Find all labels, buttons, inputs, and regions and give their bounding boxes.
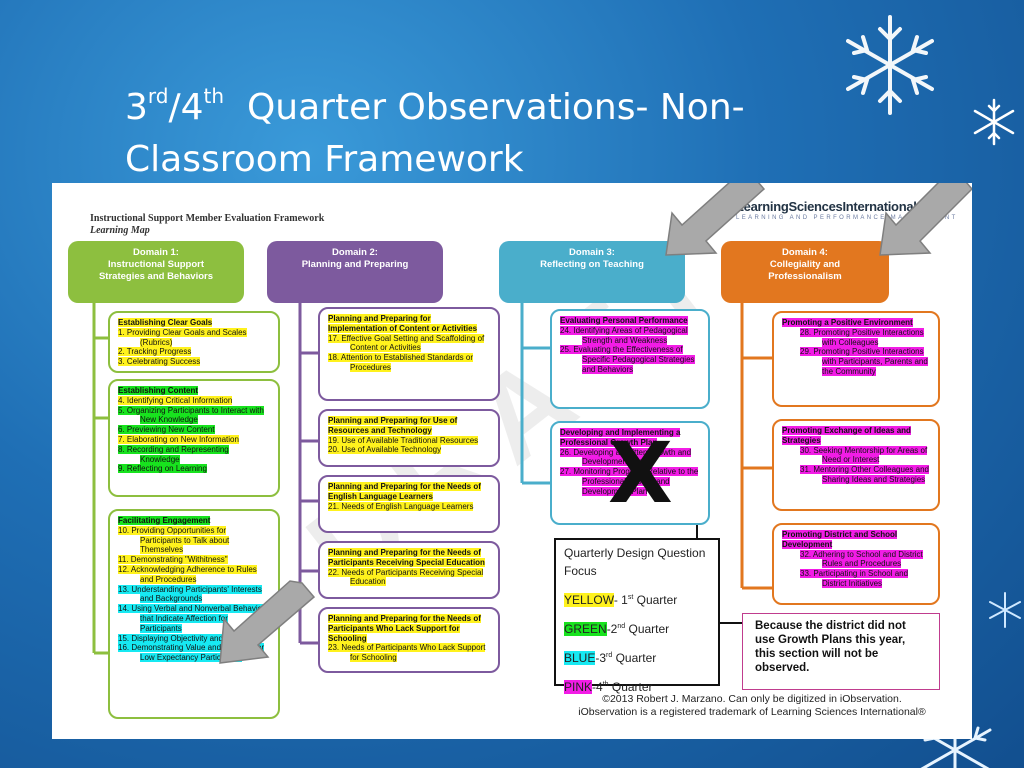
box-heading: Establishing Content [118,386,198,395]
title-part: /4 [168,87,204,128]
legend-text: Quarter [625,622,670,636]
list-item: 31. Mentoring Other Colleagues and Shari… [800,465,929,484]
legend-row-pink: PINK-4th Quarter [564,676,710,696]
legend-title: Quarterly Design Question Focus [564,546,706,578]
growth-plan-note: Because the district did not use Growth … [742,613,940,690]
domain-label: Domain 1: Instructional Support Strategi… [98,247,214,282]
box-heading: Evaluating Personal Performance [560,316,688,325]
logo-tagline: LEARNING AND PERFORMANCE MANAGEMENT [736,215,958,221]
legend-text: Quarter [612,651,657,665]
d1-engagement-box: Facilitating Engagement 10. Providing Op… [108,509,280,719]
list-item: 7. Elaborating on New Information [118,434,239,444]
legend-text: Quarter [608,680,653,694]
domain-3-header: Domain 3: Reflecting on Teaching [499,241,685,303]
box-heading: Planning and Preparing for Use of Resour… [328,416,458,435]
legend-text: - 1 [613,593,628,607]
legend-row-yellow: YELLOW- 1st Quarter [564,589,710,609]
framework-title: Instructional Support Member Evaluation … [90,213,325,224]
list-item: 24. Identifying Areas of Pedagogical Str… [560,325,688,345]
quarter-legend: Quarterly Design Question Focus YELLOW- … [554,538,720,694]
snowflake-icon [989,592,1021,628]
legend-color: GREEN [564,622,607,636]
legend-sup: th [602,681,609,688]
legend-sup: nd [617,623,626,630]
slide-title-line2: Classroom Framework [125,139,524,180]
copyright-text: ©2013 Robert J. Marzano. Can only be dig… [542,693,962,719]
list-item: 19. Use of Available Traditional Resourc… [328,435,479,445]
legend-row-blue: BLUE-3rd Quarter [564,647,710,667]
list-item: 9. Reflecting on Learning [118,464,207,474]
x-mark: X [608,424,673,522]
list-item: 32. Adhering to School and District Rule… [800,549,923,569]
legend-color: PINK [564,680,593,694]
legend-sup: rd [606,652,613,659]
snowflake-icon [846,15,934,115]
slide-title-line1: 3rd/4th Quarter Observations- Non- [125,82,885,134]
d2-support-box: Planning and Preparing for the Needs of … [318,607,500,673]
d2-sped-box: Planning and Preparing for the Needs of … [318,541,500,599]
box-heading: Facilitating Engagement [118,516,211,525]
legend-sup: st [627,594,634,601]
connector-lines [92,301,774,655]
domain-label: Domain 4: Collegiality and Professionali… [768,247,842,282]
box-heading: Planning and Preparing for the Needs of … [328,548,485,567]
title-sup: th [203,84,225,108]
framework-image: DRAFT Instructional Support Member Evalu… [52,183,972,739]
domain-2-header: Domain 2: Planning and Preparing [267,241,443,303]
d2-ell-box: Planning and Preparing for the Needs of … [318,475,500,533]
list-item: 2. Tracking Progress [118,347,192,357]
list-item: 15. Displaying Objectivity and Control [118,633,251,643]
legend-text: -4 [592,680,603,694]
logo: LearningSciencesInternational [736,199,917,214]
box-heading: Establishing Clear Goals [118,318,213,327]
d3-personal-box: Evaluating Personal Performance 24. Iden… [550,309,710,409]
title-part: Quarter Observations- Non- [224,87,745,128]
d2-resources-box: Planning and Preparing for Use of Resour… [318,409,500,467]
box-heading: Developing and Implementing a Profession… [560,428,681,447]
d4-environment-box: Promoting a Positive Environment 28. Pro… [772,311,940,407]
legend-text: Quarter [633,593,678,607]
legend-text: -3 [595,651,607,665]
copyright-line: ©2013 Robert J. Marzano. Can only be dig… [602,693,902,705]
domain-label: Domain 3: Reflecting on Teaching [540,247,644,270]
box-heading: Promoting a Positive Environment [782,318,913,327]
list-item: 20. Use of Available Technology [328,445,442,455]
d1-clear-goals-box: Establishing Clear Goals 1. Providing Cl… [108,311,280,373]
legend-color: YELLOW [564,593,614,607]
framework-subtitle: Learning Map [90,225,150,236]
d4-exchange-box: Promoting Exchange of Ideas and Strategi… [772,419,940,511]
list-item: 33. Participating in School and District… [800,569,909,588]
domain-label: Domain 2: Planning and Preparing [301,247,409,270]
arrow-icon [219,183,972,664]
trademark-line: iObservation is a registered trademark o… [578,706,926,718]
list-item: 4. Identifying Critical Information [118,395,233,405]
snowflake-icon [973,98,1015,146]
legend-color: BLUE [564,651,596,665]
d1-content-box: Establishing Content 4. Identifying Crit… [108,379,280,497]
list-item: 6. Previewing New Content [118,425,215,435]
d3-growth-plan-box: Developing and Implementing a Profession… [550,421,710,525]
domain-4-header: Domain 4: Collegiality and Professionali… [721,241,889,303]
title-part: 3 [125,87,148,128]
legend-row-green: GREEN-2nd Quarter [564,618,710,638]
list-item: 3. Celebrating Success [118,357,201,367]
title-sup: rd [147,84,169,108]
list-item: 11. Demonstrating "Withitness" [118,555,228,565]
slide-title: 3rd/4th Quarter Observations- Non- Class… [125,82,885,186]
d4-development-box: Promoting District and School Developmen… [772,523,940,605]
list-item: 21. Needs of English Language Learners [328,501,474,511]
domain-1-header: Domain 1: Instructional Support Strategi… [68,241,244,303]
legend-text: -2 [606,622,618,636]
d2-content-box: Planning and Preparing for Implementatio… [318,307,500,401]
